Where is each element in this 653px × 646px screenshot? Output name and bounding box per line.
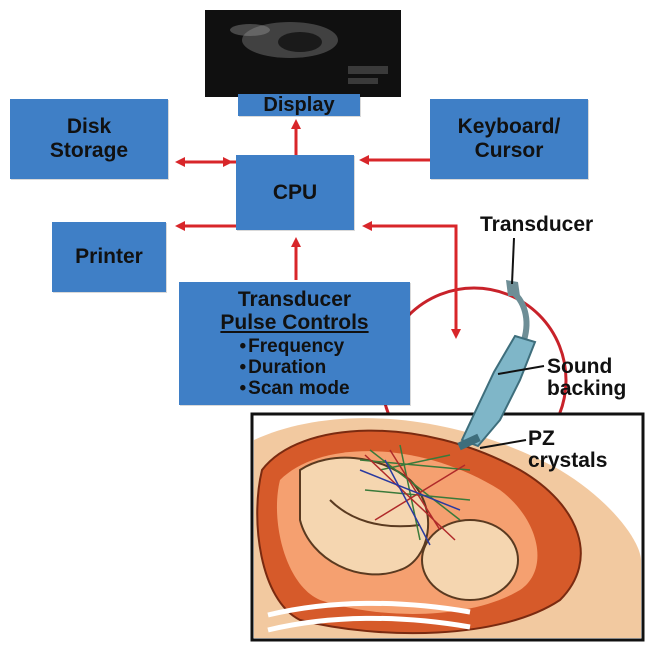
pulse-controls-title-line2: Pulse Controls xyxy=(220,311,368,334)
pulse-control-item: Duration xyxy=(239,357,349,378)
printer-label: Printer xyxy=(75,245,143,269)
pulse-controls-box: Transducer Pulse Controls Frequency Dura… xyxy=(179,282,410,405)
display-label: Display xyxy=(238,94,360,116)
cpu-label: CPU xyxy=(273,181,317,205)
transducer-label: Transducer xyxy=(480,214,593,236)
pulse-control-item: Frequency xyxy=(239,336,349,357)
pulse-controls-list: Frequency Duration Scan mode xyxy=(239,336,349,399)
keyboard-cursor-label: Keyboard/ Cursor xyxy=(458,115,561,163)
pz-crystals-label: PZ crystals xyxy=(528,428,607,472)
disk-storage-label: Disk Storage xyxy=(50,115,128,163)
cpu-box: CPU xyxy=(236,155,354,230)
screen-readout-1 xyxy=(348,66,388,74)
fetal-head xyxy=(422,520,518,600)
pulse-control-item: Scan mode xyxy=(239,378,349,399)
pulse-controls-title: Transducer Pulse Controls xyxy=(220,288,368,334)
display-label-text: Display xyxy=(263,93,334,117)
printer-box: Printer xyxy=(52,222,166,292)
disk-storage-box: Disk Storage xyxy=(10,99,168,179)
ultrasound-echo-streak xyxy=(230,24,270,36)
pulse-controls-title-line1: Transducer xyxy=(220,288,368,311)
screen-readout-2 xyxy=(348,78,378,84)
ultrasound-image-dark-center xyxy=(278,32,322,52)
sound-backing-label: Sound backing xyxy=(547,356,626,400)
keyboard-cursor-box: Keyboard/ Cursor xyxy=(430,99,588,179)
transducer-leader-line xyxy=(512,238,514,284)
display-monitor xyxy=(205,10,401,97)
